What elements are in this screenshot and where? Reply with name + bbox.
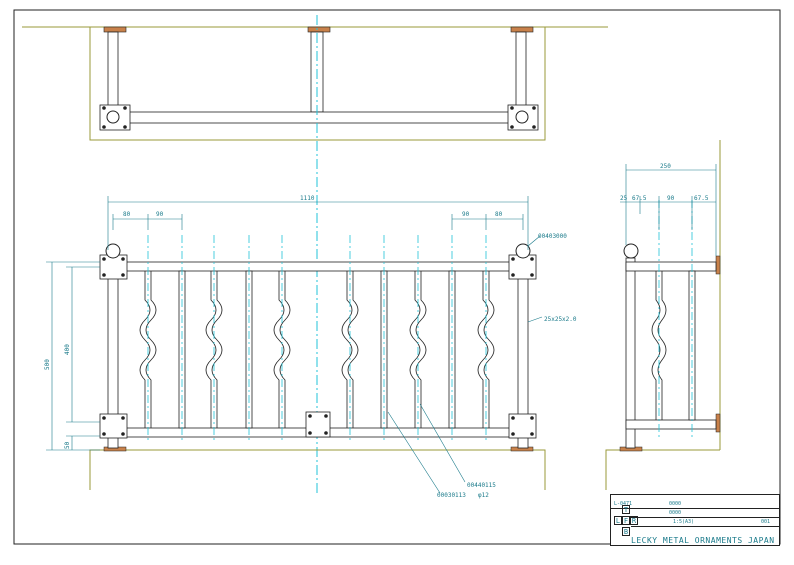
baluster-group [139,235,495,440]
view-right-box: R [630,516,638,525]
wavy-baluster [279,271,291,428]
view-top-box: T [622,505,630,514]
wall-plate [715,255,721,275]
dim-base-offset: 50 [64,441,71,449]
dim-side-a: 25 [620,195,628,202]
side-baluster-group [651,200,696,440]
dim-height-total: 500 [44,359,51,370]
view-front-box: F [622,516,630,525]
dimension-lines [46,164,717,494]
wavy-baluster [341,271,353,428]
side-bottom-rail [625,419,717,430]
company-name: LECKY METAL ORNAMENTS JAPAN [631,536,775,545]
wavy-baluster [273,271,285,428]
callout-frame-profile: 25x25x2.0 [544,316,577,323]
drawing-number: L-0471 [614,501,633,507]
wavy-baluster [205,271,217,428]
wall-plate [307,26,331,33]
ball-cap [623,243,639,259]
wavy-baluster [139,271,151,428]
wavy-baluster [211,271,223,428]
wavy-baluster [145,271,157,428]
wavy-baluster [409,271,421,428]
wavy-baluster [415,271,427,428]
sheet-border [13,9,781,545]
dim-side-d: 67.5 [694,195,709,202]
side-wavy-baluster [657,271,667,420]
dim-side-b: 67.5 [632,195,647,202]
scale-value: 1:5(A3) [673,519,695,525]
top-view [22,26,608,141]
wall-arm [107,31,119,113]
side-post [625,257,636,449]
field1-value: 0000 [669,501,682,507]
wavy-baluster [483,271,495,428]
dim-height-inner: 400 [64,344,71,355]
dim-side-c: 90 [667,195,675,202]
dim-end-spacing-right: 80 [495,211,503,218]
front-view [89,235,546,490]
dim-post-spacing-right: 90 [462,211,470,218]
dim-post-spacing-left: 90 [156,211,164,218]
ball-cap [515,243,531,259]
title-block: L-0471 0000 0000 1:5(A3) 001 T L F R B L… [610,494,780,546]
dim-overall-length: 1110 [300,195,315,202]
callout-round-bar-dia: φ12 [478,492,489,499]
top-rail-front [107,261,529,272]
wall-arm [515,31,527,113]
ball-cap [106,110,120,124]
side-wavy-baluster [651,271,661,420]
sheet-value: 001 [761,519,771,525]
callout-wave-bar: 00440115 [467,482,496,489]
wavy-baluster [477,271,489,428]
view-rear-box: B [622,527,630,536]
wall-recess [89,27,546,141]
side-floor [605,449,720,490]
wall-plate [715,413,721,433]
floor-line [89,449,546,490]
dim-end-spacing-left: 80 [123,211,131,218]
field2-value: 0000 [669,510,682,516]
side-view [605,140,721,490]
ball-cap [105,243,121,259]
ball-cap [515,110,529,124]
callout-round-bar: 00030113 [437,492,466,499]
wavy-baluster [347,271,359,428]
dim-side-depth: 250 [660,163,671,170]
wall-plate [103,26,127,33]
callout-cap-part: 00403000 [538,233,567,240]
wall-plate [510,26,534,33]
view-left-box: L [614,516,622,525]
side-top-rail [625,261,717,272]
